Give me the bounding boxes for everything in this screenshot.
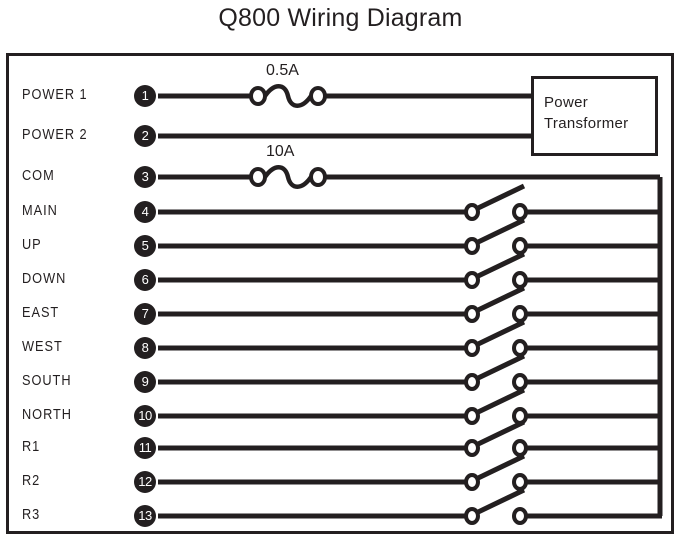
terminal-label-west: WEST (22, 339, 63, 355)
page-title: Q800 Wiring Diagram (218, 4, 463, 32)
terminal-number-9: 9 (134, 371, 156, 393)
terminal-label-r2: R2 (22, 473, 41, 489)
power-transformer-block: Power Transformer (531, 76, 658, 156)
power-transformer-label: Power Transformer (544, 92, 628, 134)
terminal-number-13: 13 (134, 505, 156, 527)
terminal-label-power-2: POWER 2 (22, 127, 88, 143)
transformer-label-line1: Power (544, 94, 589, 111)
terminal-number-8: 8 (134, 337, 156, 359)
terminal-label-south: SOUTH (22, 373, 72, 389)
terminal-number-4: 4 (134, 201, 156, 223)
terminal-number-1: 1 (134, 85, 156, 107)
terminal-label-east: EAST (22, 305, 60, 321)
terminal-number-12: 12 (134, 471, 156, 493)
terminal-number-3: 3 (134, 166, 156, 188)
terminal-label-down: DOWN (22, 271, 67, 287)
terminal-number-11: 11 (134, 437, 156, 459)
terminal-number-7: 7 (134, 303, 156, 325)
terminal-label-north: NORTH (22, 407, 72, 423)
terminal-label-com: COM (22, 168, 55, 184)
fuse-rating-label-10A: 10A (266, 143, 295, 160)
transformer-label-line2: Transformer (544, 115, 629, 132)
terminal-number-10: 10 (134, 405, 156, 427)
terminal-number-2: 2 (134, 125, 156, 147)
terminal-number-6: 6 (134, 269, 156, 291)
terminal-label-up: UP (22, 237, 42, 253)
terminal-label-main: MAIN (22, 203, 58, 219)
fuse-rating-label-0-5A: 0.5A (266, 62, 299, 79)
terminal-number-5: 5 (134, 235, 156, 257)
terminal-label-power-1: POWER 1 (22, 87, 88, 103)
terminal-label-r3: R3 (22, 507, 41, 523)
terminal-label-r1: R1 (22, 439, 41, 455)
